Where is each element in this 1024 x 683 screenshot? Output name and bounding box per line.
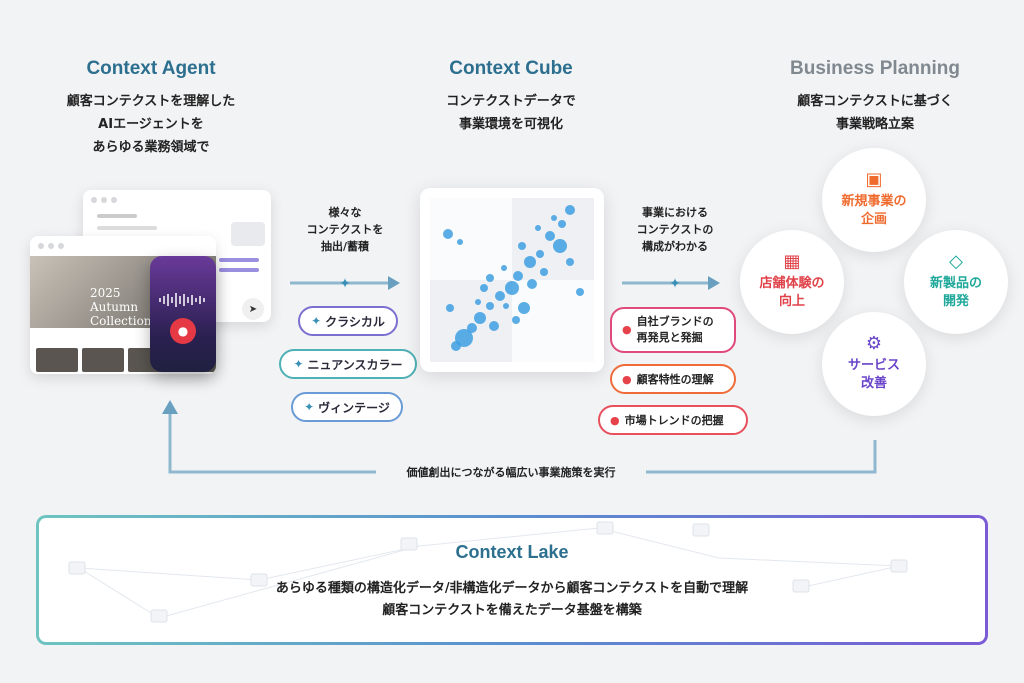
scatter-point xyxy=(518,242,526,250)
outcome-label: 店舗体験の 向上 xyxy=(759,276,825,309)
scatter-point xyxy=(553,239,567,253)
understand-label: 事業における コンテクストの 構成がわかる xyxy=(636,206,714,253)
context-lake-panel: Context Lake あらゆる種類の構造化データ/非構造化データから顧客コン… xyxy=(36,515,988,645)
outcome-new-product: ◇ 新製品の 開発 xyxy=(904,230,1008,334)
scatter-point xyxy=(474,312,486,324)
scatter-point xyxy=(527,279,537,289)
scatter-point xyxy=(518,302,530,314)
scatter-point xyxy=(566,258,574,266)
context-cube-title: Context Cube xyxy=(449,58,573,79)
style-tag-label: ニュアンスカラー xyxy=(307,357,403,372)
scatter-point xyxy=(480,284,488,292)
scatter-point xyxy=(475,299,481,305)
insight-tag-label: 顧客特性の理解 xyxy=(636,373,714,386)
extract-label: 様々な コンテクストを 抽出/蓄積 xyxy=(306,206,384,253)
business-planning-subtitle: 顧客コンテクストに基づく 事業戦略立案 xyxy=(797,94,953,132)
sparkle-icon: ✦ xyxy=(293,357,304,371)
context-agent-subtitle: 顧客コンテクストを理解した AIエージェントを あらゆる業務領域で xyxy=(66,94,236,155)
svg-text:✦: ✦ xyxy=(339,276,351,292)
outcome-label: 新規事業の 企画 xyxy=(841,194,907,227)
scatter-point xyxy=(535,225,541,231)
lightbulb-icon: ● xyxy=(610,413,620,427)
context-agent-title: Context Agent xyxy=(86,58,216,79)
scatter-point xyxy=(551,215,557,221)
outcome-store-experience: ▦ 店舗体験の 向上 xyxy=(740,230,844,334)
lake-network-background xyxy=(68,521,908,623)
scatter-point xyxy=(495,291,505,301)
scatter-point xyxy=(540,268,548,276)
insight-tag-market: ● 市場トレンドの把握 xyxy=(598,405,748,435)
lightbulb-icon: ● xyxy=(622,323,632,336)
scatter-point xyxy=(524,256,536,268)
microphone-icon[interactable]: ● xyxy=(170,318,196,344)
scatter-point xyxy=(501,265,507,271)
insight-tag-brand: ● 自社ブランドの 再発見と発掘 xyxy=(610,307,736,353)
scatter-point xyxy=(457,239,463,245)
scatter-point xyxy=(489,321,499,331)
waveform-icon xyxy=(159,293,205,307)
gear-icon: ⚙ xyxy=(865,333,883,354)
outcome-label: サービス 改善 xyxy=(847,358,900,391)
insight-tag-customer: ● 顧客特性の理解 xyxy=(610,364,736,394)
context-lake-title: Context Lake xyxy=(455,542,569,562)
scatter-point xyxy=(513,271,523,281)
style-tag-vintage: ✦ ヴィンテージ xyxy=(291,392,403,422)
scatter-point xyxy=(446,304,454,312)
insight-tag-label: 市場トレンドの把握 xyxy=(624,414,724,427)
scatter-point xyxy=(486,302,494,310)
scatter-point xyxy=(443,229,453,239)
style-tag-label: クラシカル xyxy=(325,314,385,329)
style-tag-classical: ✦ クラシカル xyxy=(298,306,398,336)
scatter-point xyxy=(576,288,584,296)
outcome-new-business: ▣ 新規事業の 企画 xyxy=(822,148,926,252)
scatter-point xyxy=(536,250,544,258)
feedback-loop-label: 価値創出につながる幅広い事業施策を実行 xyxy=(376,463,646,483)
sparkle-icon: ✦ xyxy=(304,400,315,414)
diamond-icon: ◇ xyxy=(949,251,963,272)
presentation-icon: ▣ xyxy=(865,169,883,190)
scatter-point xyxy=(503,303,509,309)
context-cube-visual xyxy=(420,188,604,372)
scatter-point xyxy=(505,281,519,295)
scatter-point xyxy=(451,341,461,351)
scatter-point xyxy=(565,205,575,215)
context-lake-description: あらゆる種類の構造化データ/非構造化データから顧客コンテクストを自動で理解 顧客… xyxy=(275,581,749,618)
send-icon[interactable]: ➤ xyxy=(242,298,264,320)
outcome-service-improvement: ⚙ サービス 改善 xyxy=(822,312,926,416)
context-cube-scatter xyxy=(430,198,594,362)
sparkle-icon: ✦ xyxy=(311,314,322,328)
svg-text:✦: ✦ xyxy=(669,276,681,292)
scatter-point xyxy=(558,220,566,228)
style-tag-nuance-color: ✦ ニュアンスカラー xyxy=(279,349,417,379)
store-icon: ▦ xyxy=(783,251,801,272)
lightbulb-icon: ● xyxy=(622,372,632,386)
voice-agent-phone: ● xyxy=(150,256,216,372)
scatter-point xyxy=(486,274,494,282)
scatter-point xyxy=(467,323,477,333)
scatter-point xyxy=(512,316,520,324)
outcome-label: 新製品の 開発 xyxy=(929,276,982,309)
context-cube-subtitle: コンテクストデータで 事業環境を可視化 xyxy=(446,94,576,132)
business-planning-title: Business Planning xyxy=(790,58,960,79)
scatter-point xyxy=(545,231,555,241)
style-tag-label: ヴィンテージ xyxy=(318,400,390,415)
insight-tag-label: 自社ブランドの 再発見と発掘 xyxy=(636,315,714,344)
hero-text: 2025 Autumn Collection xyxy=(90,286,152,328)
